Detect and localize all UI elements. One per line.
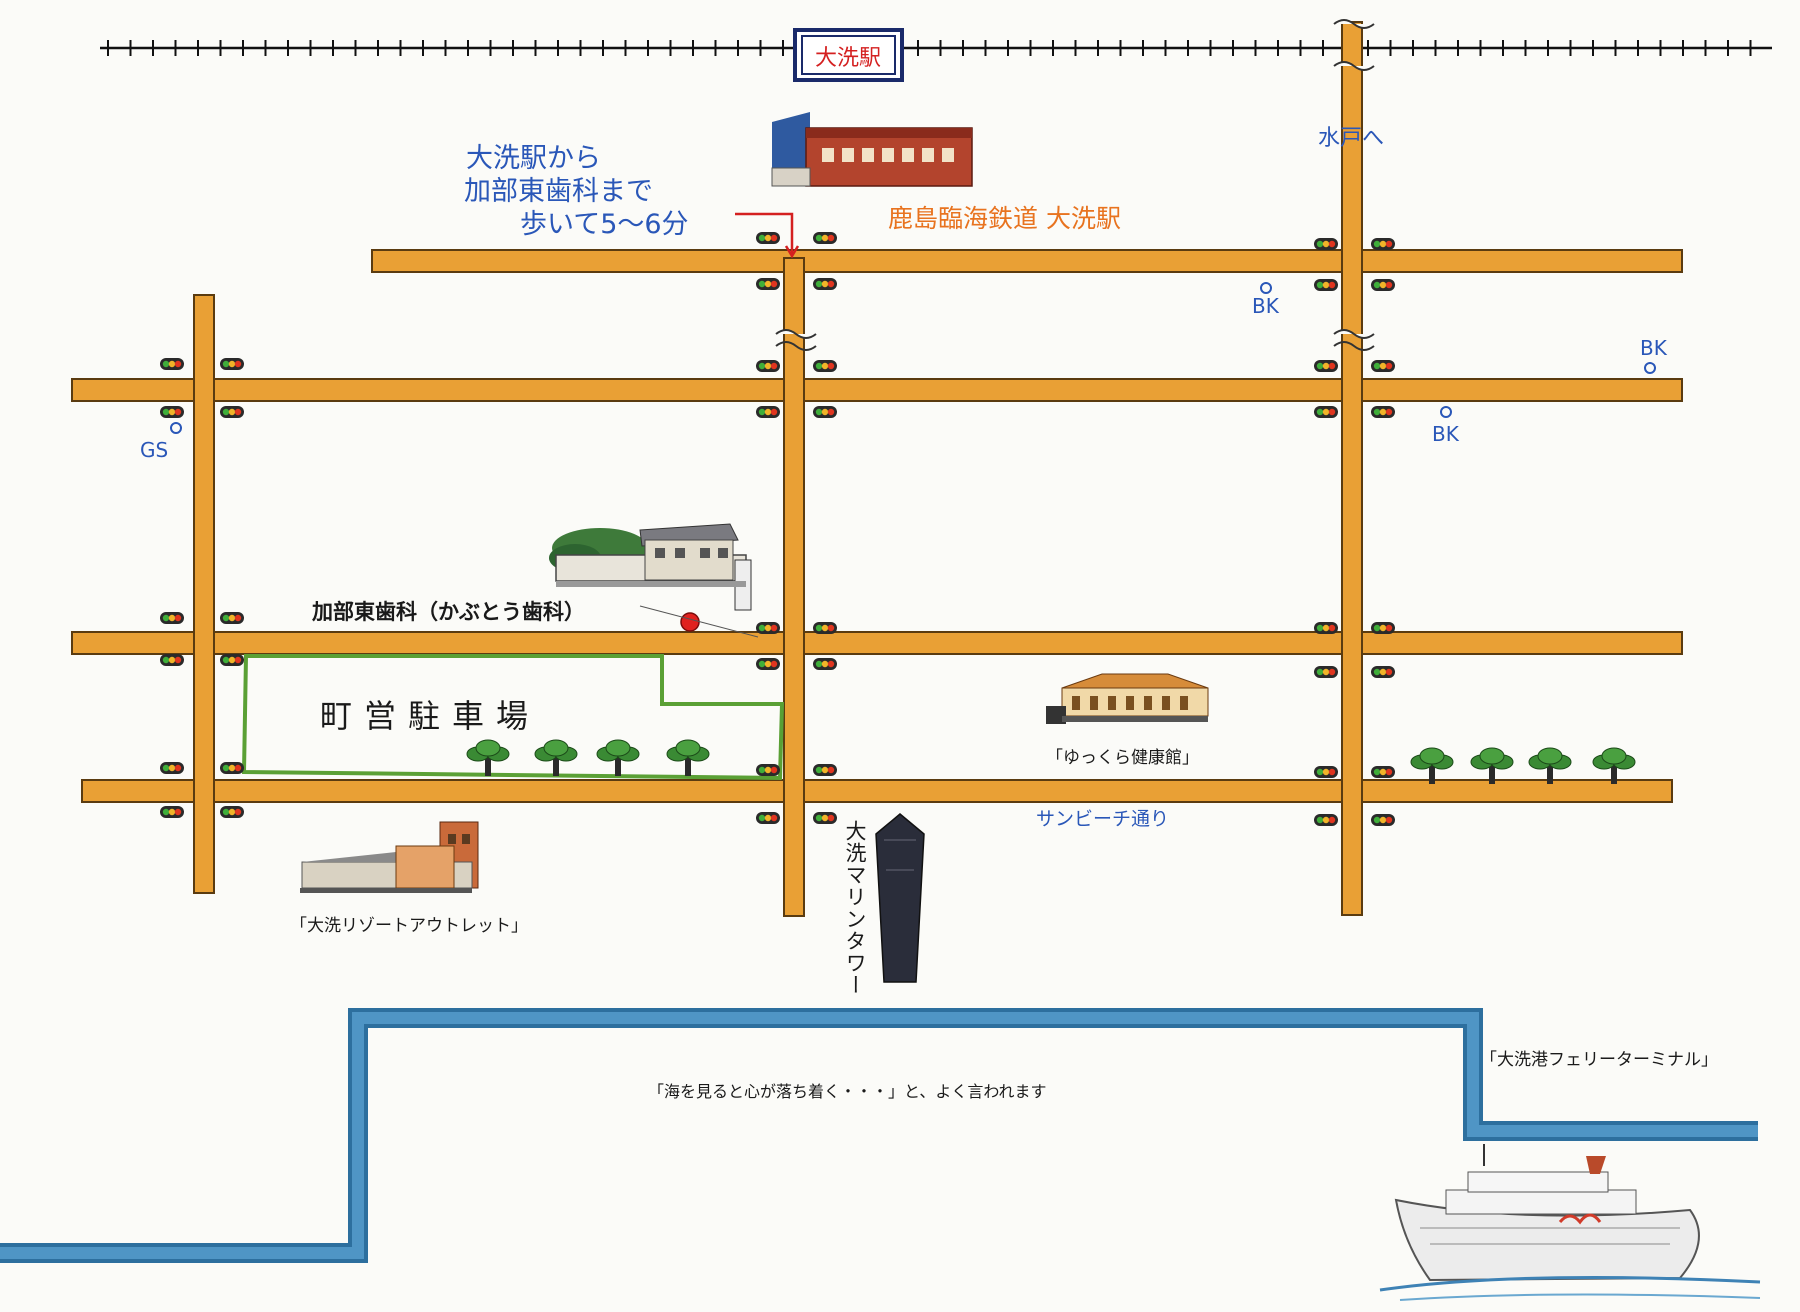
road-h3 <box>71 631 1683 655</box>
traffic-light-icon <box>756 764 780 776</box>
traffic-light-icon <box>813 232 837 244</box>
railway-line <box>100 40 1772 56</box>
station-building-icon <box>771 112 973 187</box>
traffic-light-icon <box>1371 238 1395 250</box>
road-h2 <box>71 378 1683 402</box>
traffic-light-icon <box>1371 622 1395 634</box>
traffic-light-icon <box>160 762 184 774</box>
traffic-light-icon <box>813 764 837 776</box>
traffic-light-icon <box>756 232 780 244</box>
traffic-light-icon <box>220 654 244 666</box>
parking-lot-border[interactable] <box>241 654 785 781</box>
marker-circle-icon <box>1260 282 1272 294</box>
tree-icon <box>596 739 640 776</box>
traffic-light-icon <box>1314 279 1338 291</box>
traffic-light-icon <box>813 360 837 372</box>
traffic-light-icon <box>1371 814 1395 826</box>
location-dot-icon[interactable] <box>680 612 700 632</box>
marker-circle-icon <box>1644 362 1656 374</box>
traffic-light-icon <box>1314 766 1338 778</box>
traffic-light-icon <box>756 658 780 670</box>
traffic-light-icon <box>813 622 837 634</box>
marker-circle-icon <box>170 422 182 434</box>
yukkura-building-icon <box>1046 673 1209 724</box>
station-name: 大洗駅 <box>815 46 881 71</box>
station-building-label[interactable]: 鹿島臨海鉄道 大洗駅 <box>888 204 1121 233</box>
walk-line-1: 大洗駅から <box>466 143 601 174</box>
traffic-light-icon <box>1371 360 1395 372</box>
traffic-light-icon <box>813 658 837 670</box>
walk-arrow <box>735 212 794 254</box>
tree-icon <box>1592 747 1636 784</box>
traffic-light-icon <box>756 406 780 418</box>
ferry-icon[interactable] <box>1379 1144 1761 1301</box>
traffic-light-icon <box>1314 238 1338 250</box>
traffic-light-icon <box>1314 360 1338 372</box>
traffic-light-icon <box>756 278 780 290</box>
bk-label-2[interactable]: BK <box>1640 336 1667 360</box>
tree-icon <box>666 739 710 776</box>
clinic-building-icon <box>549 523 752 611</box>
roads <box>71 19 1683 917</box>
tree-icon <box>466 739 510 776</box>
traffic-light-icon <box>1314 666 1338 678</box>
traffic-light-icon <box>756 812 780 824</box>
clinic-name[interactable]: 加部東歯科（かぶとう歯科） <box>312 600 585 624</box>
bk-label-3[interactable]: BK <box>1432 422 1459 446</box>
to-mito-label: 水戸へ <box>1318 126 1385 151</box>
traffic-light-icon <box>1371 279 1395 291</box>
traffic-light-icon <box>160 406 184 418</box>
sunbeach-label[interactable]: サンビーチ通り <box>1036 808 1170 830</box>
outlet-building-icon <box>300 821 479 893</box>
traffic-light-icon <box>813 406 837 418</box>
tree-icon <box>1528 747 1572 784</box>
gs-label[interactable]: GS <box>140 438 169 462</box>
traffic-light-icon <box>220 358 244 370</box>
road-h1 <box>371 249 1683 273</box>
outlet-label[interactable]: 「大洗リゾートアウトレット」 <box>290 916 528 936</box>
road-v3 <box>1341 21 1363 916</box>
marine-tower-label[interactable]: 大洗マリンタワー <box>843 820 867 996</box>
walk-line-3: 歩いて5～6分 <box>520 209 689 240</box>
road-h4 <box>81 779 1673 803</box>
tree-icon <box>534 739 578 776</box>
traffic-light-icon <box>160 612 184 624</box>
traffic-light-icon <box>813 812 837 824</box>
tree-icon <box>1470 747 1514 784</box>
traffic-light-icon <box>756 360 780 372</box>
tree-icon <box>1410 747 1454 784</box>
traffic-light-icon <box>1314 814 1338 826</box>
station-box[interactable] <box>793 28 904 82</box>
traffic-light-icon <box>220 406 244 418</box>
traffic-light-icon <box>1371 766 1395 778</box>
traffic-light-icon <box>756 622 780 634</box>
traffic-light-icon <box>220 762 244 774</box>
sea-caption: 「海を見ると心が落ち着く・・・」と、よく言われます <box>648 1082 1047 1101</box>
walk-directions: 大洗駅から 加部東歯科まで 歩いて5～6分 <box>464 142 689 241</box>
walk-line-2: 加部東歯科まで <box>464 176 653 207</box>
traffic-light-icon <box>160 806 184 818</box>
road-v1 <box>193 294 215 894</box>
traffic-light-icon <box>813 278 837 290</box>
traffic-light-icon <box>1371 406 1395 418</box>
traffic-light-icon <box>1314 622 1338 634</box>
tower-icon[interactable] <box>875 813 925 983</box>
road-v2 <box>783 257 805 917</box>
yukkura-label[interactable]: 「ゆっくら健康館」 <box>1046 748 1199 768</box>
traffic-light-icon <box>160 654 184 666</box>
traffic-light-icon <box>220 612 244 624</box>
traffic-light-icon <box>220 806 244 818</box>
traffic-light-icon <box>1371 666 1395 678</box>
marker-circle-icon <box>1440 406 1452 418</box>
parking-label[interactable]: 町営駐車場 <box>320 697 541 735</box>
traffic-light-icon <box>1314 406 1338 418</box>
bk-label-1[interactable]: BK <box>1252 294 1279 318</box>
ferry-terminal-label[interactable]: 「大洗港フェリーターミナル」 <box>1480 1050 1718 1070</box>
traffic-light-icon <box>160 358 184 370</box>
